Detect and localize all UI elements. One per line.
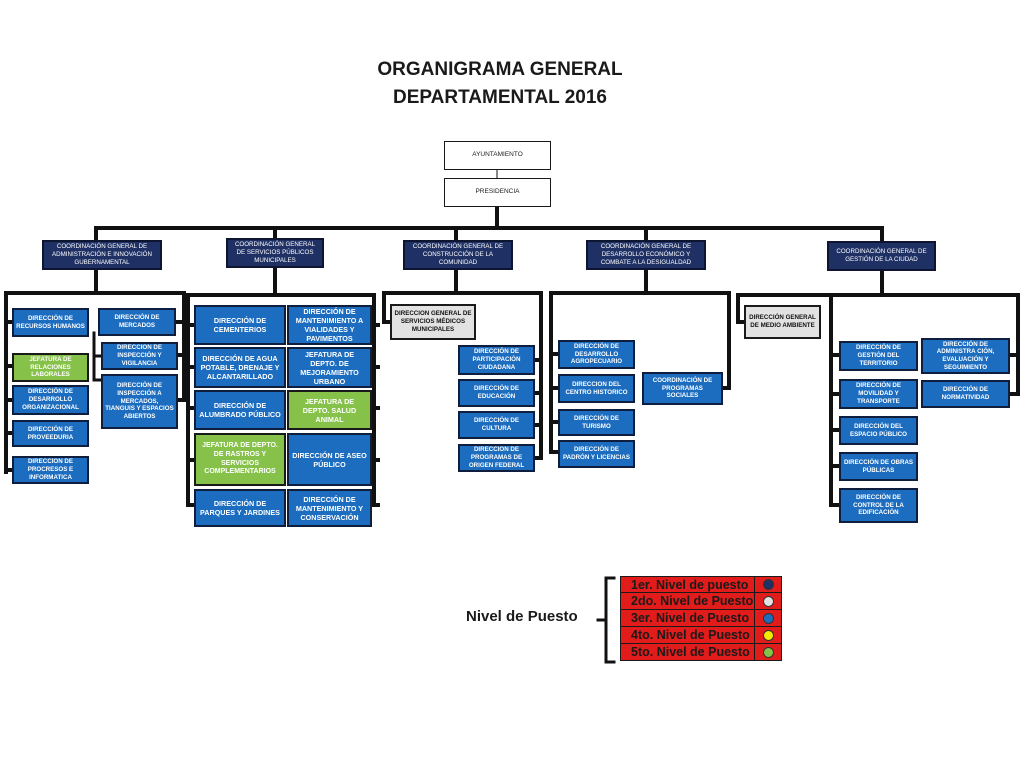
chart-title: ORGANIGRAMA GENERAL DEPARTAMENTAL 2016 (300, 56, 700, 112)
node-jef-mejoramiento-urbano: JEFATURA DE DEPTO. DE MEJORAMIENTO URBAN… (287, 347, 372, 388)
legend-dot-level-1 (762, 579, 774, 590)
node-dir-centro-historico: DIRECCION DEL CENTRO HISTORICO (558, 374, 635, 403)
node-dir-educacion: DIRECCIÓN DE EDUCACIÓN (458, 379, 535, 407)
node-coord-administracion: COORDINACIÓN GENERAL DE ADMINISTRACIÓN E… (42, 240, 162, 270)
node-dir-normatividad: DIRECCIÓN DE NORMATIVIDAD (921, 380, 1010, 408)
node-dir-espacio-publico: DIRECCIÓN DEL ESPACIO PÚBLICO (839, 416, 918, 445)
legend-label: Nivel de Puesto (466, 608, 578, 625)
node-dir-movilidad-transporte: DIRECCIÓN DE MOVILIDAD Y TRANSPORTE (839, 379, 918, 409)
legend-text-level-2: 2do. Nivel de Puesto (621, 593, 755, 609)
node-dir-turismo: DIRECCIÓN DE TURISMO (558, 409, 635, 436)
node-dir-control-edificacion: DIRECCIÓN DE CONTROL DE LA EDIFICACIÓN (839, 488, 918, 523)
node-dir-mercados: DIRECCIÓN DE MERCADOS (98, 308, 176, 336)
legend-text-level-4: 4to. Nivel de Puesto (621, 627, 755, 643)
node-dir-cultura: DIRECCIÓN DE CULTURA (458, 411, 535, 439)
node-presidencia: PRESIDENCIA (444, 178, 551, 207)
node-dirgen-medio-ambiente: DIRECCIÓN GENERAL DE MEDIO AMBIENTE (744, 305, 821, 339)
node-dir-cementerios: DIRECCIÓN DE CEMENTERIOS (194, 305, 286, 345)
node-dir-participacion-ciudadana: DIRECCIÓN DE PARTICIPACIÓN CIUDADANA (458, 345, 535, 375)
node-dir-proveeduria: DIRECCIÓN DE PROVEEDURIA (12, 420, 89, 447)
node-dir-desarrollo-agropecuario: DIRECCIÓN DE DESARROLLO AGROPECUARIO (558, 340, 635, 369)
legend-text-level-1: 1er. Nivel de puesto (621, 577, 755, 592)
node-dir-programas-origen-federal: DIRECCIÓN DE PROGRAMAS DE ORIGEN FEDERAL (458, 444, 535, 472)
legend-dot-level-5 (762, 646, 774, 658)
node-dir-alumbrado-publico: DIRECCIÓN DE ALUMBRADO PÚBLICO (194, 390, 286, 430)
node-dir-procresos-informatica: DIRECCIÓN DE PROCRESOS E INFORMATICA (12, 456, 89, 484)
node-dir-administracion-evaluacion: DIRECCIÓN DE ADMINISTRA CIÓN, EVALUACIÓN… (921, 338, 1010, 374)
legend-dot-level-3 (762, 612, 774, 624)
legend-dot-level-2 (762, 595, 774, 607)
legend-row-level-2: 2do. Nivel de Puesto (620, 593, 782, 610)
node-dir-aseo-publico: DIRECCIÓN DE ASEO PÚBLICO (287, 433, 372, 486)
legend-dot-level-4 (762, 629, 774, 641)
legend-row-level-1: 1er. Nivel de puesto (620, 576, 782, 593)
node-jef-relaciones-laborales: JEFATURA DE RELACIONES LABORALES (12, 353, 89, 382)
node-jef-rastros: JEFATURA DE DEPTO. DE RASTROS Y SERVICIO… (194, 433, 286, 486)
node-coord-construccion-comunidad: COORDINACIÓN GENERAL DE CONSTRUCCIÓN DE … (403, 240, 513, 270)
node-coord-gestion-ciudad: COORDINACIÓN GENERAL DE GESTIÓN DE LA CI… (827, 241, 936, 271)
node-dir-gestion-territorio: DIRECCIÓN DE GESTIÓN DEL TERRITORIO (839, 341, 918, 371)
title-line-1: ORGANIGRAMA GENERAL (377, 59, 623, 80)
node-dir-desarrollo-organizacional: DIRECCIÓN DE DESARROLLO ORGANIZACIONAL (12, 385, 89, 415)
legend-text-level-5: 5to. Nivel de Puesto (621, 644, 755, 660)
node-dir-mantenimiento-vialidades: DIRECCIÓN DE MANTENIMIENTO A VIALIDADES … (287, 305, 372, 345)
node-coord-servicios-publicos: COORDINACIÓN GENERAL DE SERVICIOS PÚBLIC… (226, 238, 324, 268)
node-dir-parques-jardines: DIRECCIÓN DE PARQUES Y JARDINES (194, 489, 286, 527)
node-dir-inspeccion-mercados: DIRECCIÓN DE INSPECCIÓN A MERCADOS, TIAN… (101, 374, 178, 429)
node-dirgen-servicios-medicos: DIRECCION GENERAL DE SERVICIOS MÉDICOS M… (390, 304, 476, 340)
legend-row-level-4: 4to. Nivel de Puesto (620, 627, 782, 644)
legend-table: 1er. Nivel de puesto 2do. Nivel de Puest… (620, 576, 782, 661)
title-line-2: DEPARTAMENTAL 2016 (393, 87, 607, 108)
node-jef-salud-animal: JEFATURA DE DEPTO. SALUD ANIMAL (287, 390, 372, 430)
node-dir-agua-potable: DIRECCIÓN DE AGUA POTABLE, DRENAJE Y ALC… (194, 347, 286, 388)
node-coord-programas-sociales: COORDINACIÓN DE PROGRAMAS SOCIALES (642, 372, 723, 405)
legend-text-level-3: 3er. Nivel de Puesto (621, 610, 755, 626)
node-dir-obras-publicas: DIRECCIÓN DE OBRAS PÚBLICAS (839, 452, 918, 481)
legend-row-level-5: 5to. Nivel de Puesto (620, 644, 782, 661)
node-dir-mantenimiento-conservacion: DIRECCIÓN DE MANTENIMIENTO Y CONSERVACIÓ… (287, 489, 372, 527)
legend-row-level-3: 3er. Nivel de Puesto (620, 610, 782, 627)
node-dir-padron-licencias: DIRECCIÓN DE PADRÓN Y LICENCIAS (558, 440, 635, 468)
node-dir-inspeccion-vigilancia: DIRECCIÓN DE INSPECCIÓN Y VIGILANCIA (101, 342, 178, 370)
node-dir-recursos-humanos: DIRECCIÓN DE RECURSOS HUMANOS (12, 308, 89, 337)
node-coord-desarrollo-economico: COORDINACIÓN GENERAL DE DESARROLLO ECONÓ… (586, 240, 706, 270)
node-ayuntamiento: AYUNTAMIENTO (444, 141, 551, 170)
